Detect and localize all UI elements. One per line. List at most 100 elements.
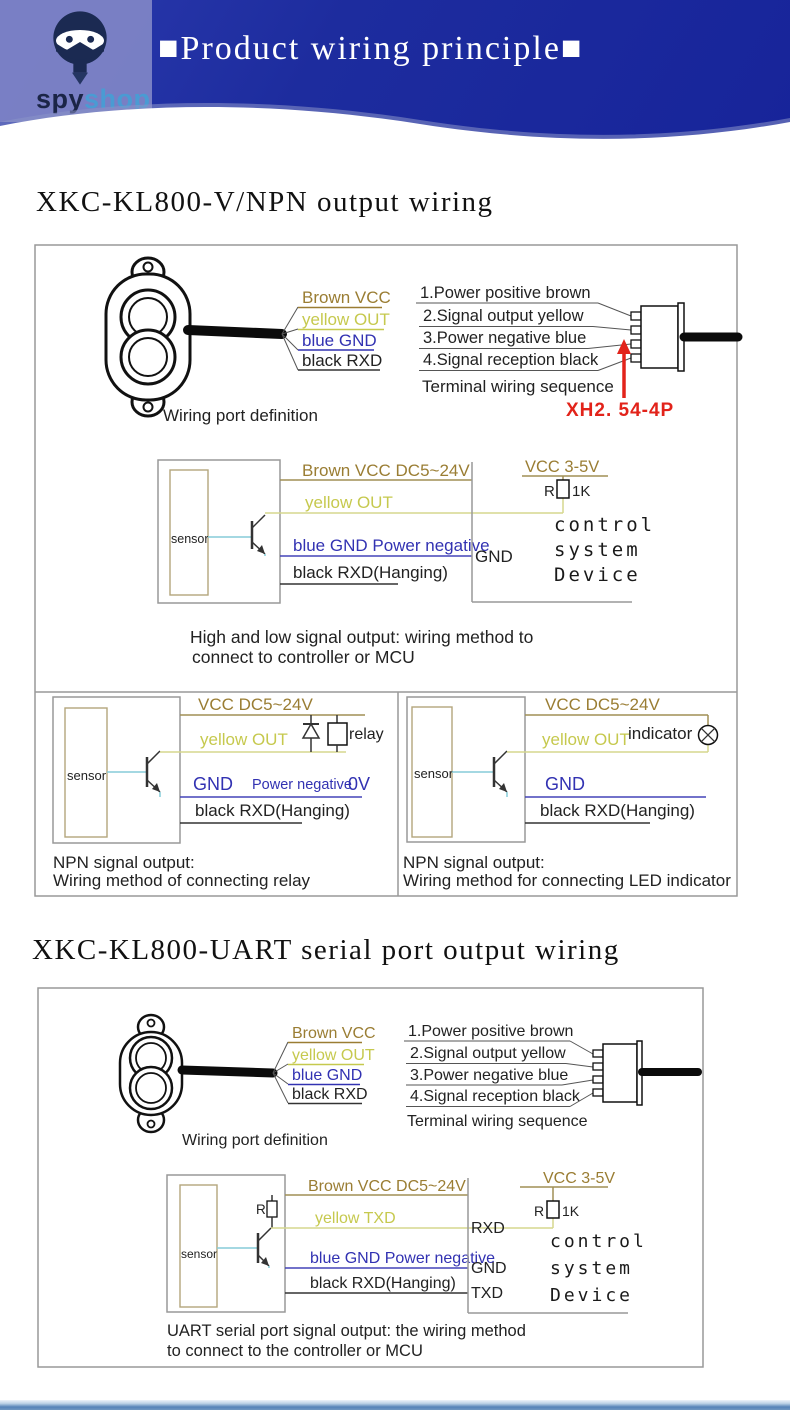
label-blue-gnd: blue GND [302,331,377,350]
terminal-item-3: 3.Power negative blue [423,329,586,347]
power-negative-label: Power negative [252,777,352,793]
resistor-r-label: R [534,1203,544,1219]
label-blue-gnd: blue GND [292,1067,362,1084]
wire-black-label: black RXD(Hanging) [310,1275,456,1292]
uart-circuit: sensor R Brown VCC DC5~24V yellow TXD b [166,1170,647,1360]
red-arrow-icon [617,339,631,398]
uart-caption-line2: to connect to the controller or MCU [167,1342,423,1360]
spyshop-logo-text: spyshop [36,84,151,115]
vcc-label: VCC DC5~24V [545,695,660,714]
header-banner: spyshop ■Product wiring principle■ [0,0,790,148]
page-title: ■Product wiring principle■ [158,30,584,67]
sensor-illustration [118,1013,278,1134]
label-black-rxd: black RXD [292,1086,368,1103]
internal-r-label: R [256,1202,266,1217]
label-yellow-out: yellow OUT [292,1047,375,1064]
sensor-illustration [104,256,287,418]
black-rxd-label: black RXD(Hanging) [540,801,695,820]
resistor-1k-label: 1K [572,483,590,500]
rxd-label: RXD [471,1220,505,1237]
txd-label: TXD [471,1285,503,1302]
logo-text-spy: spy [36,84,85,114]
transistor-icon [452,750,508,797]
label-yellow-out: yellow OUT [302,310,390,329]
vcc-label: VCC DC5~24V [198,695,313,714]
relay-caption-line2: Wiring method of connecting relay [53,871,311,890]
led-caption-line2: Wiring method for connecting LED indicat… [403,871,731,890]
led-caption-line1: NPN signal output: [403,853,545,872]
wire-labels: Brown VCC yellow OUT blue GND black RXD … [182,1025,376,1149]
terminal-item-3: 3.Power negative blue [410,1067,568,1084]
gnd-label: GND [193,774,233,794]
internal-resistor-icon [266,1195,278,1228]
terminal-item-1: 1.Power positive brown [408,1023,573,1040]
sensor-cable [183,325,287,339]
zero-volt-label: 0V [348,774,370,794]
device-label-1: control [550,1231,647,1252]
label-brown-vcc: Brown VCC [302,288,391,307]
terminal-item-2: 2.Signal output yellow [410,1045,566,1062]
gnd-label: GND [471,1260,507,1277]
wire-yellow-label: yellow TXD [315,1210,396,1227]
header-wave-decoration [0,103,790,148]
section1-border [34,244,738,897]
transistor-icon [217,1227,272,1268]
label-black-rxd: black RXD [302,351,382,370]
bottom-accent-bar [0,1400,790,1410]
wire-labels: Brown VCC yellow OUT blue GND black RXD … [163,288,391,425]
wire-blue-label: blue GND Power negative [293,536,490,555]
device-label-1: control [554,514,655,536]
wire-yellow-label: yellow OUT [305,493,393,512]
sensor-cable [177,1065,278,1078]
terminal-sequence: 1.Power positive brown 2.Signal output y… [404,1023,702,1130]
sensor-label: sensor [67,768,107,783]
terminal-caption: Terminal wiring sequence [407,1113,588,1130]
device-label-2: system [550,1258,633,1279]
section2-title: XKC-KL800-UART serial port output wiring [32,934,620,966]
wire-brown-label: Brown VCC DC5~24V [302,461,470,480]
sensor-label: sensor [414,766,454,781]
wire-black-label: black RXD(Hanging) [293,563,448,582]
device-label-3: Device [550,1285,633,1306]
vcc-3-5v-label: VCC 3-5V [525,458,599,476]
spyshop-logo-panel: spyshop [0,0,152,122]
npn-wiring-diagram: Brown VCC yellow OUT blue GND black RXD … [34,244,743,897]
uart-wiring-diagram: Brown VCC yellow OUT blue GND black RXD … [37,987,704,1368]
terminal-item-2: 2.Signal output yellow [423,307,584,325]
spy-mascot-icon [53,11,107,85]
mcu-caption-line1: High and low signal output: wiring metho… [190,627,533,647]
uart-caption-line1: UART serial port signal output: the wiri… [167,1322,526,1340]
label-brown-vcc: Brown VCC [292,1025,376,1042]
npn-relay-panel: sensor VCC DC5~24V yellow OUT [52,695,384,890]
resistor-r-label: R [544,483,555,500]
wiring-port-caption: Wiring port definition [182,1132,328,1149]
black-rxd-label: black RXD(Hanging) [195,801,350,820]
terminal-item-4: 4.Signal reception black [423,351,599,369]
indicator-label: indicator [628,724,693,743]
sensor-box [157,459,281,604]
npn-led-panel: sensor VCC DC5~24V yellow OUT indicator [403,695,731,890]
relay-label: relay [349,726,384,743]
terminal-caption: Terminal wiring sequence [422,377,614,396]
resistor-1k-label: 1K [562,1203,580,1219]
gnd-label: GND [475,547,513,566]
transistor-icon [107,750,161,797]
yellow-out-label: yellow OUT [542,730,630,749]
connector-icon [630,302,743,372]
terminal-item-4: 4.Signal reception black [410,1088,581,1105]
device-label-3: Device [554,564,641,586]
section2-border [37,987,704,1368]
gnd-label: GND [545,774,585,794]
terminal-sequence: 1.Power positive brown 2.Signal output y… [416,284,743,421]
diode-icon [301,715,321,752]
vcc-3-5v-label: VCC 3-5V [543,1170,615,1187]
sensor-label: sensor [171,532,209,546]
sensor-label: sensor [181,1247,217,1261]
relay-caption-line1: NPN signal output: [53,853,195,872]
indicator-lamp-icon [697,724,719,746]
section1-title: XKC-KL800-V/NPN output wiring [36,186,494,218]
connector-model: XH2. 54-4P [566,400,674,421]
mcu-caption-line2: connect to controller or MCU [192,647,415,667]
wire-brown-label: Brown VCC DC5~24V [308,1178,466,1195]
